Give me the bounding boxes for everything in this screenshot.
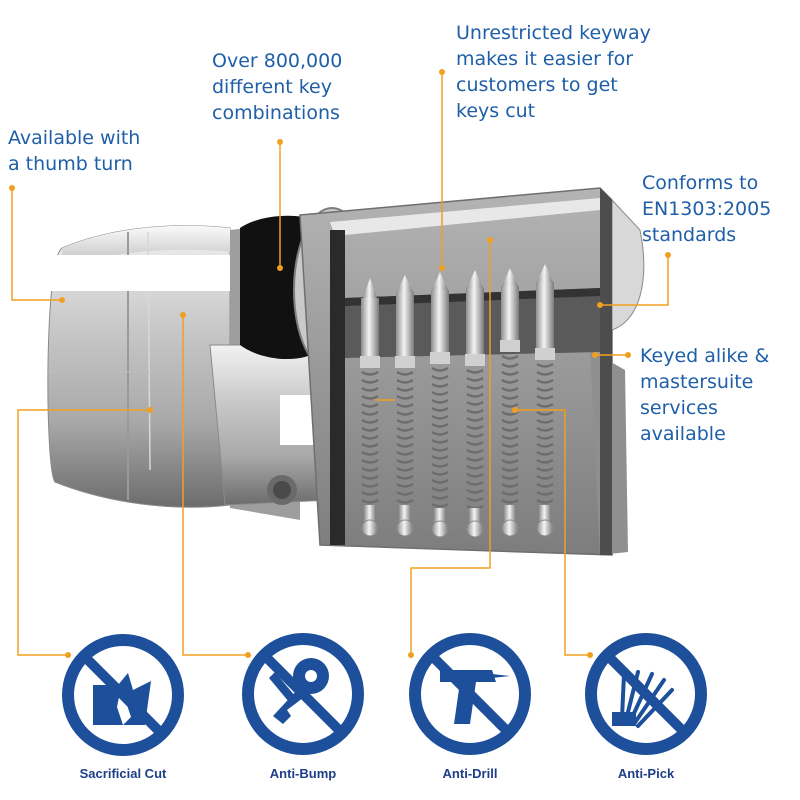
callout-standards: Conforms to EN1303:2005 standards — [642, 170, 771, 248]
callout-line: Available with — [8, 127, 141, 149]
pin-stack — [430, 272, 450, 538]
pin-stack — [500, 268, 520, 537]
callout-line: EN1303:2005 — [642, 198, 772, 220]
callout-line: Over 800,000 — [212, 50, 343, 72]
leader-sacrificial-cut — [17, 409, 150, 656]
callout-line: customers to get — [456, 74, 618, 96]
anti-pick-icon — [585, 633, 707, 755]
anti-drill-icon — [409, 633, 531, 755]
callout-line: makes it easier for — [456, 48, 634, 70]
leader-lines — [11, 72, 669, 656]
feature-label-anti-pick: Anti-Pick — [617, 766, 675, 781]
feature-label-sacrificial-cut: Sacrificial Cut — [79, 766, 167, 781]
leader-anti-drill — [410, 240, 491, 655]
callout-line: different key — [212, 76, 332, 98]
pin-stack — [465, 270, 485, 538]
callout-line: standards — [642, 224, 737, 246]
pin-stack — [535, 264, 555, 537]
callout-keyed-alike: Keyed alike & mastersuite services avail… — [640, 343, 769, 447]
callout-thumb-turn: Available with a thumb turn — [8, 125, 140, 177]
callout-line: Conforms to — [642, 172, 759, 194]
callout-line: combinations — [212, 102, 340, 124]
pin-stack — [360, 278, 380, 537]
callout-line: services — [640, 397, 718, 419]
leader-standards — [600, 255, 669, 306]
leader-thumb-turn — [11, 188, 62, 301]
feature-label-anti-drill: Anti-Drill — [442, 766, 498, 781]
cylinder-body — [10, 225, 255, 508]
callout-line: Keyed alike & — [640, 345, 770, 367]
leader-dots — [9, 69, 671, 658]
callout-line: Unrestricted keyway — [456, 22, 651, 44]
callout-line: keys cut — [456, 100, 536, 122]
pin-stack — [395, 275, 415, 537]
callout-line: a thumb turn — [8, 153, 133, 175]
leader-anti-pick — [515, 409, 590, 656]
feature-label-anti-bump: Anti-Bump — [269, 766, 337, 781]
pin-stacks — [360, 264, 555, 538]
callout-line: available — [640, 423, 726, 445]
anti-bump-icon — [242, 633, 364, 755]
callout-line: mastersuite — [640, 371, 754, 393]
callout-keyway: Unrestricted keyway makes it easier for … — [456, 20, 651, 124]
callout-key-combinations: Over 800,000 different key combinations — [212, 48, 342, 126]
leader-anti-bump — [182, 315, 248, 656]
sacrificial-cut-icon — [62, 634, 184, 756]
